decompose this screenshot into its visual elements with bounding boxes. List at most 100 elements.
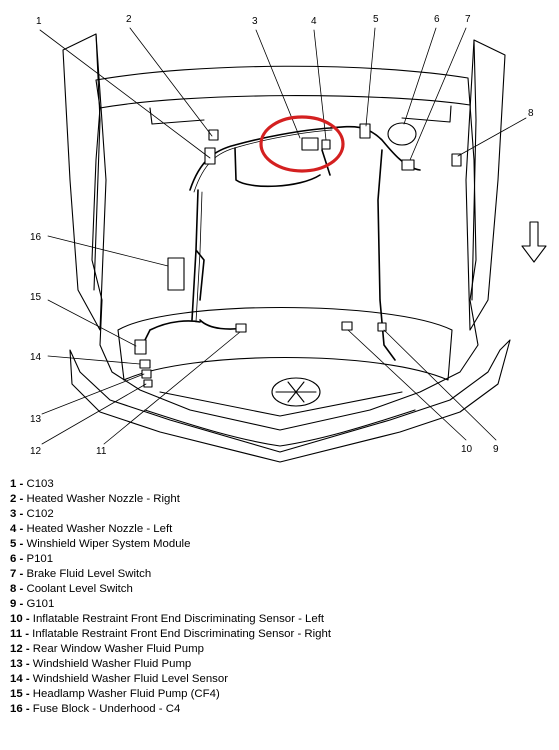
callout-14: 14 <box>30 352 42 363</box>
legend-item: 3 - C102 <box>10 507 550 522</box>
callout-9: 9 <box>493 444 499 455</box>
legend-separator: - <box>22 628 33 640</box>
legend-number: 10 <box>10 613 23 625</box>
fuse-block-underhood <box>167 257 185 291</box>
legend-label: Heated Washer Nozzle - Left <box>26 523 173 535</box>
connector-c103 <box>204 147 216 165</box>
legend-item: 16 - Fuse Block - Underhood - C4 <box>10 702 550 717</box>
grille-line <box>159 391 403 417</box>
cowl-panel <box>95 65 471 109</box>
leader-6 <box>403 27 437 125</box>
callout-16: 16 <box>30 232 42 243</box>
leader-16 <box>47 235 169 267</box>
component-legend: 1 - C103 2 - Heated Washer Nozzle - Righ… <box>10 477 550 717</box>
legend-separator: - <box>22 673 33 685</box>
legend-separator: - <box>22 688 33 700</box>
legend-separator: - <box>16 583 27 595</box>
connector-c102 <box>301 137 319 151</box>
leader-5 <box>365 27 376 127</box>
legend-separator: - <box>22 658 33 670</box>
legend-item: 6 - P101 <box>10 552 550 567</box>
wiring-harness <box>139 125 421 361</box>
legend-number: 2 <box>10 493 17 505</box>
right-fender <box>465 39 506 331</box>
wiper-system-module <box>359 123 371 139</box>
rear-window-washer-pump <box>143 379 153 388</box>
legend-label: Winshield Wiper System Module <box>26 538 191 550</box>
legend-separator: - <box>16 523 27 535</box>
hood-emblem-detail <box>275 381 317 403</box>
down-arrow-icon <box>521 221 547 263</box>
leader-14 <box>47 355 141 365</box>
legend-number: 11 <box>10 628 23 640</box>
legend-label: Inflatable Restraint Front End Discrimin… <box>32 613 325 625</box>
left-fender <box>62 33 107 331</box>
heated-washer-nozzle-left <box>321 139 331 150</box>
brake-fluid-reservoir <box>387 122 417 146</box>
legend-label: G101 <box>26 598 55 610</box>
leader-2 <box>129 27 213 137</box>
callout-10: 10 <box>461 444 473 455</box>
washer-fluid-level-sensor <box>139 359 151 369</box>
callout-15: 15 <box>30 292 42 303</box>
legend-item: 4 - Heated Washer Nozzle - Left <box>10 522 550 537</box>
legend-number: 15 <box>10 688 23 700</box>
washer-fluid-pump-headlamp <box>134 339 147 355</box>
engine-bay-diagram: 1 2 3 4 5 6 7 8 9 10 11 12 13 14 15 16 <box>30 14 547 463</box>
front-sensor-left <box>341 321 353 331</box>
cowl-vents <box>149 105 452 125</box>
legend-number: 6 <box>10 553 17 565</box>
leader-4 <box>313 29 327 141</box>
coolant-level-switch <box>451 153 462 167</box>
legend-number: 14 <box>10 673 23 685</box>
callout-5: 5 <box>373 14 379 25</box>
legend-number: 13 <box>10 658 23 670</box>
front-bumper <box>69 339 511 463</box>
legend-separator: - <box>16 493 27 505</box>
legend-label: Inflatable Restraint Front End Discrimin… <box>32 628 331 640</box>
windshield-washer-pump <box>141 369 152 379</box>
legend-number: 8 <box>10 583 17 595</box>
legend-label: Headlamp Washer Fluid Pump (CF4) <box>32 688 220 700</box>
leader-7 <box>409 27 467 161</box>
legend-item: 5 - Winshield Wiper System Module <box>10 537 550 552</box>
legend-item: 2 - Heated Washer Nozzle - Right <box>10 492 550 507</box>
callout-1: 1 <box>36 16 42 27</box>
legend-separator: - <box>16 538 27 550</box>
ground-g101 <box>377 322 387 332</box>
legend-number: 3 <box>10 508 17 520</box>
legend-separator: - <box>16 598 27 610</box>
callout-7: 7 <box>465 14 471 25</box>
legend-item: 8 - Coolant Level Switch <box>10 582 550 597</box>
legend-label: C102 <box>26 508 54 520</box>
legend-number: 4 <box>10 523 17 535</box>
legend-label: Coolant Level Switch <box>26 583 133 595</box>
legend-separator: - <box>22 703 33 715</box>
leader-3 <box>255 29 301 139</box>
legend-item: 1 - C103 <box>10 477 550 492</box>
legend-label: P101 <box>26 553 54 565</box>
bumper-line <box>144 409 416 447</box>
radiator-support <box>117 307 453 381</box>
legend-label: Rear Window Washer Fluid Pump <box>32 643 204 655</box>
heated-washer-nozzle-right <box>208 129 219 141</box>
callout-4: 4 <box>311 16 317 27</box>
legend-item: 15 - Headlamp Washer Fluid Pump (CF4) <box>10 687 550 702</box>
highlight-circle <box>259 115 345 173</box>
leader-12 <box>41 383 147 445</box>
legend-separator: - <box>16 553 27 565</box>
leader-11 <box>103 331 241 445</box>
legend-label: Windshield Washer Fluid Pump <box>32 658 192 670</box>
wiring-harness-outer <box>193 129 333 323</box>
leader-1 <box>39 29 211 159</box>
leader-13 <box>41 373 145 415</box>
right-fender-inner <box>471 39 477 301</box>
leader-10 <box>347 329 467 441</box>
legend-separator: - <box>16 478 27 490</box>
legend-number: 12 <box>10 643 23 655</box>
callout-8: 8 <box>528 108 534 119</box>
legend-label: Fuse Block - Underhood - C4 <box>32 703 181 715</box>
legend-number: 9 <box>10 598 17 610</box>
engine-bay-outline <box>91 104 479 431</box>
leader-9 <box>383 329 497 441</box>
